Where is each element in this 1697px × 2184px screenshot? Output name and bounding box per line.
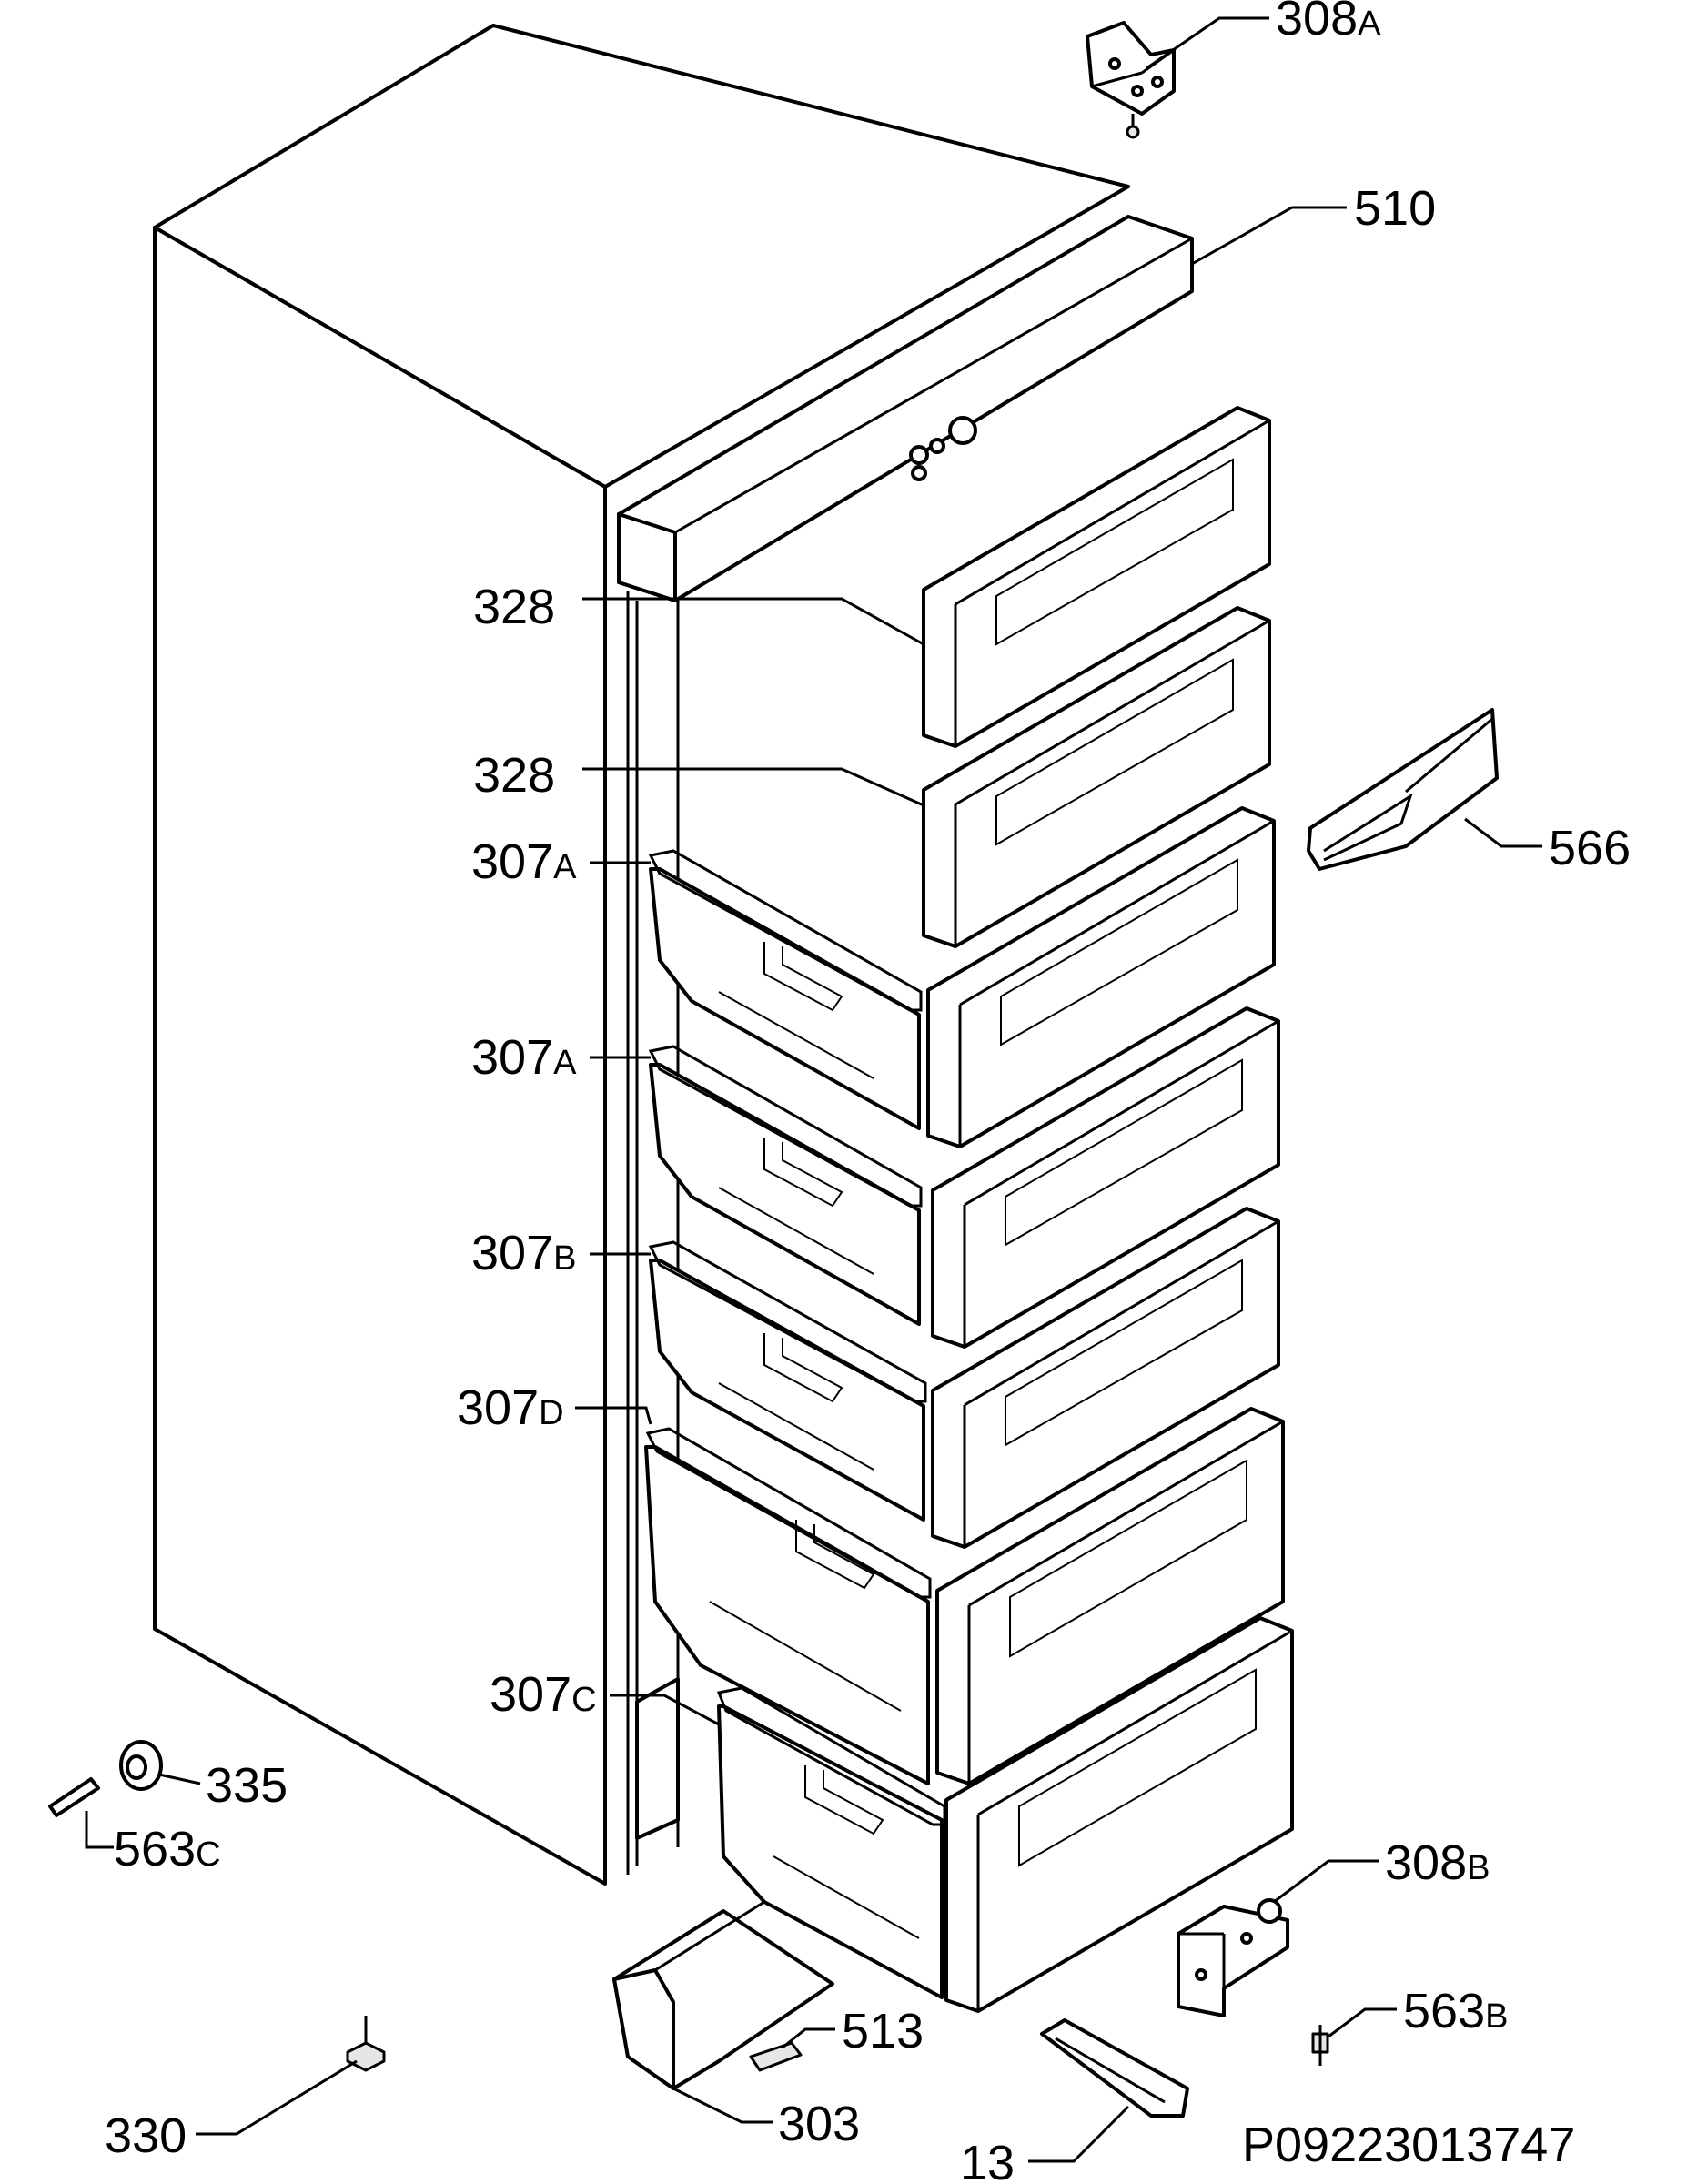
callout-563c: 563C: [114, 1822, 221, 1876]
callout-335: 335: [206, 1758, 288, 1813]
control-panel-510: [617, 215, 1194, 602]
flap-328-second: [922, 606, 1271, 948]
callout-328-top: 328: [473, 580, 555, 634]
callout-563b: 563B: [1403, 1984, 1508, 2038]
foot-330: [346, 2016, 386, 2072]
callout-308b: 308B: [1385, 1835, 1490, 1890]
hinge-308b: [1177, 1898, 1289, 2017]
callout-307a-upper: 307A: [471, 834, 577, 889]
handle-13: [1040, 2018, 1189, 2118]
callout-566: 566: [1549, 821, 1631, 875]
drawer-front-6: [935, 1407, 1285, 1785]
callout-513: 513: [842, 2004, 924, 2058]
callout-308a: 308A: [1276, 0, 1381, 46]
basket-307d: [644, 1427, 932, 1785]
drawer-front-4: [931, 1006, 1280, 1349]
basket-307a-upper: [648, 849, 923, 1130]
callout-330: 330: [105, 2108, 187, 2163]
callout-307a-lower: 307A: [471, 1030, 577, 1085]
clip-513: [749, 2041, 803, 2072]
pin-563c: [48, 1777, 100, 1817]
diagram-id: P09223013747: [1242, 2118, 1575, 2172]
drawer-baskets: [644, 849, 946, 1999]
drawer-fronts: [922, 406, 1294, 2013]
basket-307a-lower: [648, 1045, 923, 1326]
callout-labels: 308A 510 328 328 566 307A 307A 307B 307D…: [105, 0, 1631, 2184]
cabinet-body: [153, 24, 1130, 1886]
hinge-cover-566: [1307, 708, 1499, 871]
flap-328-top: [922, 406, 1271, 748]
drawer-front-3: [926, 806, 1276, 1148]
drawer-front-5: [931, 1207, 1280, 1549]
roller-335: [119, 1740, 163, 1791]
callout-13: 13: [960, 2136, 1015, 2184]
callout-328-second: 328: [473, 748, 555, 803]
callout-307d: 307D: [457, 1380, 564, 1435]
screw-563b: [1311, 2025, 1329, 2066]
callout-303: 303: [778, 2097, 860, 2151]
basket-307b: [648, 1240, 927, 1522]
leader-lines: [85, 16, 1542, 2163]
drawer-front-7: [944, 1616, 1294, 2013]
plinth-303: [612, 1900, 834, 2090]
callout-510: 510: [1354, 181, 1436, 236]
hinge-308a: [1086, 21, 1176, 139]
callout-307b: 307B: [471, 1226, 576, 1280]
callout-307c: 307C: [490, 1667, 597, 1722]
basket-307c: [716, 1686, 946, 1999]
